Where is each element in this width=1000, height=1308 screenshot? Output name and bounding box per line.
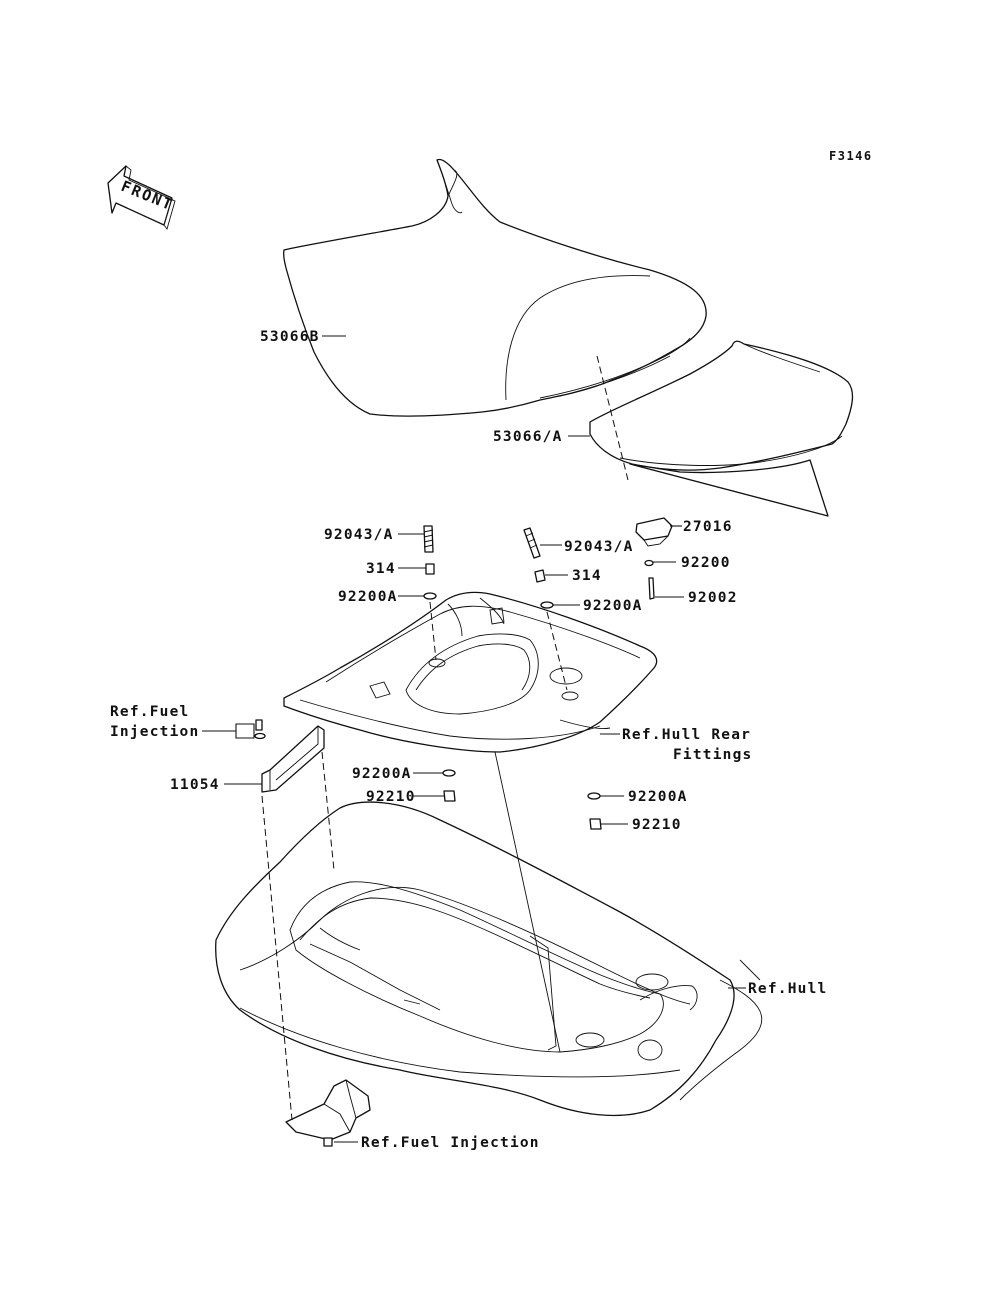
leader-lines xyxy=(202,335,746,1143)
label-ref-fuel-top-1: Ref.Fuel xyxy=(110,704,189,720)
label-nut-left-bottom: 92210 xyxy=(366,789,416,805)
figure-code: F3146 xyxy=(829,149,873,163)
label-ref-hull-rear-1: Ref.Hull Rear xyxy=(622,727,751,743)
label-seat-rear: 53066/A xyxy=(493,429,563,445)
rear-seat xyxy=(589,340,854,517)
label-washer-right-top: 92200A xyxy=(583,598,643,614)
label-screw-hook: 92002 xyxy=(688,590,738,606)
alignment-lines xyxy=(261,355,629,1121)
hull xyxy=(215,801,763,1117)
bracket-11054 xyxy=(254,719,325,793)
label-bolt-right: 92043/A xyxy=(564,539,634,555)
label-bolt-left: 92043/A xyxy=(324,527,394,543)
label-bracket: 11054 xyxy=(170,777,220,793)
hook-assembly xyxy=(635,517,673,600)
label-nut-right-bottom: 92210 xyxy=(632,817,682,833)
part-labels: 53066B 53066/A 27016 92043/A 92043/A 314… xyxy=(110,329,827,1151)
label-ref-hull-rear-2: Fittings xyxy=(673,747,752,763)
label-ref-fuel-bottom: Ref.Fuel Injection xyxy=(361,1135,540,1151)
label-hook: 27016 xyxy=(683,519,733,535)
label-collar-left: 314 xyxy=(366,561,396,577)
seat-pan xyxy=(283,591,658,753)
label-collar-right: 314 xyxy=(572,568,602,584)
label-ref-fuel-top-2: Injection xyxy=(110,724,199,740)
left-bolt-stack xyxy=(423,525,437,600)
label-washer-left-bottom: 92200A xyxy=(352,766,412,782)
label-ref-hull: Ref.Hull xyxy=(748,981,827,997)
fuel-injection-bracket xyxy=(285,1079,371,1147)
front-seat xyxy=(282,158,707,417)
label-washer-right-bottom: 92200A xyxy=(628,789,688,805)
label-seat-front: 53066B xyxy=(260,329,320,345)
right-bolt-stack xyxy=(523,527,554,609)
lower-fasteners xyxy=(442,769,602,830)
label-washer-hook: 92200 xyxy=(681,555,731,571)
label-washer-left-top: 92200A xyxy=(338,589,398,605)
front-arrow-icon: FRONT xyxy=(107,165,176,230)
